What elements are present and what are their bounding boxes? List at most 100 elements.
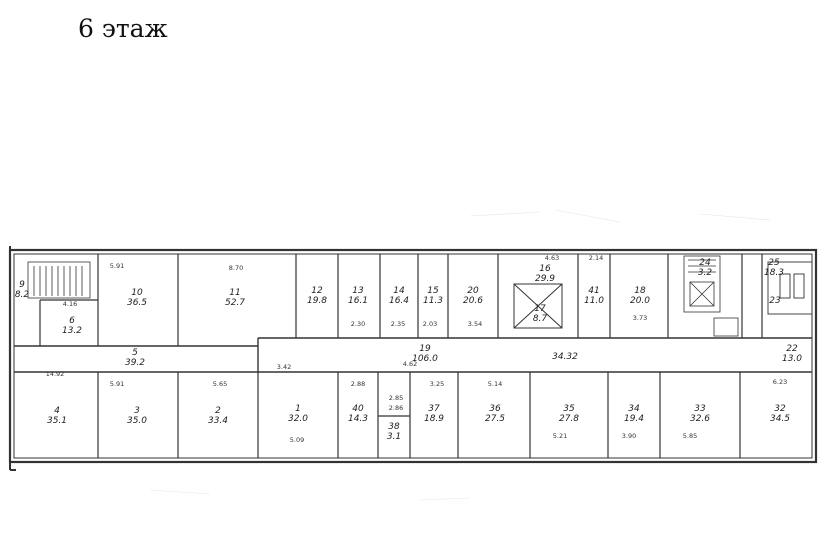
room-area: 32.6 [690,414,710,424]
room-number: 33 [694,404,706,414]
utility-block-right [767,261,813,315]
dimension-label: 6.23 [773,378,787,386]
room-number: 38 [388,422,400,432]
room-area: 34.32 [552,352,578,362]
dimension-label: 2.86 [389,404,403,412]
dimension-label: 14.92 [46,370,65,378]
room-number: 10 [131,288,143,298]
dimension-label: 3.90 [622,432,636,440]
room-area: 19.4 [624,414,644,424]
room-area: 20.6 [463,296,483,306]
room-area: 16.4 [389,296,409,306]
room-area: 3.1 [387,432,401,442]
dimension-label: 4.16 [63,300,77,308]
room-area: 29.9 [535,274,555,284]
room-number: 18 [634,286,646,296]
dimension-label: 3.25 [430,380,444,388]
room-area: 32.0 [288,414,308,424]
room-area: 52.7 [225,298,245,308]
room-number: 6 [69,316,75,326]
dimension-label: 2.30 [351,320,365,328]
room-number: 15 [427,286,439,296]
dimension-label: 5.65 [213,380,227,388]
room-area: 18.9 [424,414,444,424]
floor-title: 6 этаж [78,14,168,43]
room-area: 13.2 [62,326,82,336]
room-number: 9 [19,280,25,290]
room-area: 13.0 [782,354,802,364]
room-area: 35.0 [127,416,147,426]
room-area: 18.3 [764,268,784,278]
scan-noise [149,209,771,501]
dimension-label: 8.70 [229,264,243,272]
room-number: 5 [132,348,138,358]
room-number: 23 [769,296,781,306]
room-number: 3 [134,406,140,416]
room-number: 32 [774,404,786,414]
room-area: 14.3 [348,414,368,424]
room-number: 35 [563,404,575,414]
dimension-label: 4.62 [403,360,417,368]
stairwell-right [683,255,739,337]
dimension-label: 2.85 [389,394,403,402]
room-number: 41 [588,286,599,296]
room-number: 12 [311,286,323,296]
dimension-label: 5.91 [110,262,124,270]
dimension-label: 2.88 [351,380,365,388]
dimension-label: 5.91 [110,380,124,388]
room-number: 40 [352,404,364,414]
room-area: 36.5 [127,298,147,308]
room-number: 34 [628,404,640,414]
dimension-label: 3.42 [277,363,291,371]
room-area: 8.7 [533,314,548,324]
dimension-label: 2.35 [391,320,405,328]
top-partitions [39,254,763,346]
room-number: 19 [419,344,431,354]
lift-core-center [513,283,563,329]
room-number: 36 [489,404,501,414]
room-number: 11 [229,288,240,298]
room-number: 37 [428,404,440,414]
room-area: 27.8 [559,414,579,424]
room-number: 20 [467,286,479,296]
bottom-partitions [97,372,741,458]
outer-walls [8,246,818,471]
room-area: 16.1 [348,296,368,306]
room-number: 16 [539,264,551,274]
room-area: 39.2 [125,358,145,368]
dimension-label: 5.21 [553,432,567,440]
room-area: 11.3 [423,296,443,306]
room-area: 19.8 [307,296,327,306]
room-area: 3.2 [698,268,713,278]
room-number: 13 [352,286,364,296]
dimension-label: 5.85 [683,432,697,440]
room-area: 34.5 [770,414,790,424]
room-area: 20.0 [630,296,650,306]
room-area: 106.0 [412,354,438,364]
room-number: 25 [768,258,780,268]
room-number: 14 [393,286,405,296]
room-area: 33.4 [208,416,228,426]
room-area: 11.0 [584,296,604,306]
dimension-label: 5.14 [488,380,502,388]
room-area: 8.2 [15,290,30,300]
stairwell-left [27,261,91,299]
room-number: 2 [215,406,221,416]
room-area: 27.5 [485,414,505,424]
room-number: 22 [786,344,798,354]
dimension-label: 2.14 [589,254,603,262]
dimension-label: 3.73 [633,314,647,322]
dimension-label: 5.09 [290,436,304,444]
dimension-label: 2.03 [423,320,437,328]
room-number: 4 [54,406,60,416]
dimension-label: 4.63 [545,254,559,262]
room-number: 24 [699,258,711,268]
room-number: 17 [534,304,546,314]
room-area: 35.1 [47,416,67,426]
corridor-walls [14,337,812,373]
room-number: 1 [295,404,301,414]
